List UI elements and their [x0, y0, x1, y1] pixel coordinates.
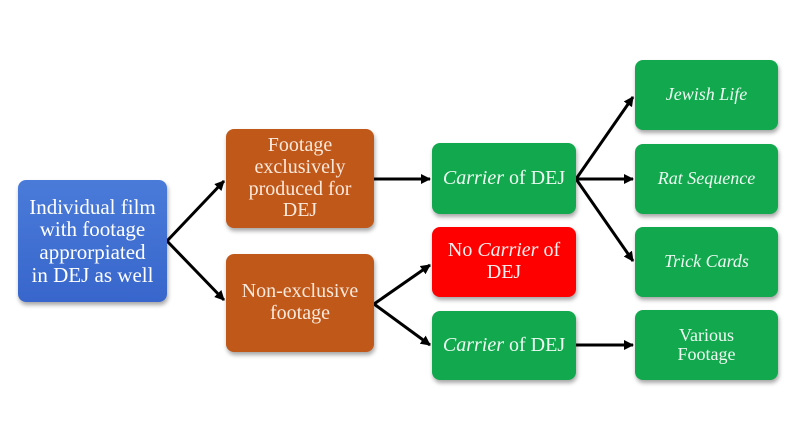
edge-carrier1-to-trick-cards: [574, 178, 635, 262]
node-label-rest: of DEJ: [504, 333, 566, 356]
node-individual-film: Individual film with footage approrpiate…: [18, 180, 167, 302]
node-label-line: Footage: [677, 344, 736, 364]
node-label: Rat Sequence: [657, 168, 756, 189]
edge-carrier1-to-jewish-life: [574, 96, 635, 180]
node-label-rest: of: [538, 239, 561, 262]
node-label-italic: Carrier: [442, 166, 504, 189]
node-label-rest: of DEJ: [504, 166, 566, 189]
node-label-italic: Carrier: [477, 239, 539, 262]
node-label-prefix: No: [447, 239, 478, 262]
node-rat-sequence: Rat Sequence: [635, 144, 778, 214]
node-label-line: Non-exclusive: [241, 280, 359, 303]
node-label-line: DEJ: [486, 261, 522, 283]
node-label-line: in DEJ as well: [31, 262, 154, 287]
node-carrier-of-dej-1: Carrier of DEJ: [432, 143, 576, 214]
node-exclusive-footage: Footage exclusively produced for DEJ: [226, 129, 374, 228]
node-label-line: approrpiated: [39, 240, 146, 264]
node-label: Trick Cards: [664, 251, 749, 272]
node-label-line: footage: [270, 302, 330, 324]
node-label-line: with footage: [39, 217, 146, 242]
node-trick-cards: Trick Cards: [635, 227, 778, 297]
node-label-italic: Carrier: [442, 333, 504, 356]
node-various-footage: Various Footage: [635, 310, 778, 380]
node-label: Jewish Life: [665, 84, 748, 105]
edge-source-to-nonexclusive: [165, 239, 226, 302]
node-label-line: exclusively: [254, 155, 346, 178]
edge-nonexclusive-to-carrier2: [373, 302, 431, 347]
edge-nonexclusive-to-nocarrier: [373, 263, 431, 306]
node-label-line: Footage: [267, 134, 333, 157]
edge-source-to-exclusive: [165, 179, 226, 243]
node-label-line: Various: [679, 324, 734, 345]
node-label-line: DEJ: [282, 199, 318, 222]
node-carrier-of-dej-2: Carrier of DEJ: [432, 311, 576, 380]
node-jewish-life: Jewish Life: [635, 60, 778, 130]
node-no-carrier-of-dej: No Carrier of DEJ: [432, 227, 576, 297]
node-label-line: produced for: [248, 177, 352, 200]
node-non-exclusive-footage: Non-exclusive footage: [226, 254, 374, 352]
node-label-line: Individual film: [29, 194, 156, 219]
